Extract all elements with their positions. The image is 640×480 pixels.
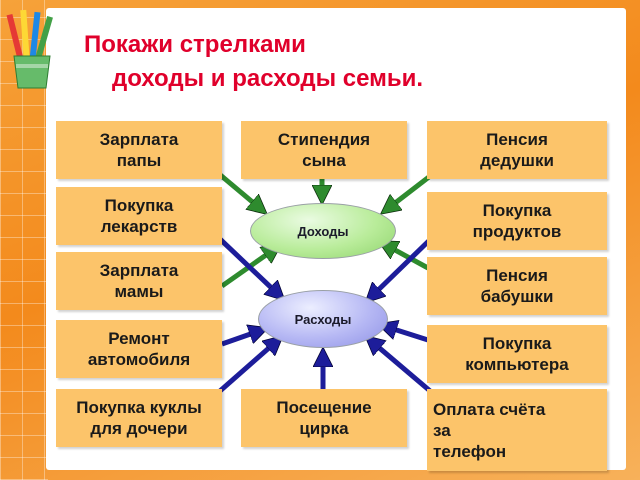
title-line-1: Покажи стрелками bbox=[84, 31, 306, 58]
arrow-grandma-pension-to-income bbox=[384, 244, 430, 271]
expense-label: Расходы bbox=[294, 311, 352, 327]
income-label: Доходы bbox=[297, 223, 349, 239]
slide-title: Покажи стрелками доходы и расходы семьи. bbox=[84, 28, 423, 96]
box-medicines[interactable]: Покупка лекарств bbox=[56, 187, 222, 245]
box-circus[interactable]: Посещение цирка bbox=[241, 389, 407, 447]
box-computer[interactable]: Покупка компьютера bbox=[427, 325, 607, 383]
box-car-repair[interactable]: Ремонт автомобиля bbox=[56, 320, 222, 378]
title-line-2: доходы и расходы семьи. bbox=[112, 65, 424, 92]
box-mom-salary[interactable]: Зарплата мамы bbox=[56, 252, 222, 310]
box-grandpa-pension[interactable]: Пенсия дедушки bbox=[427, 121, 607, 179]
pencil-cup-icon bbox=[6, 9, 53, 89]
expense-ellipse[interactable]: Расходы bbox=[258, 290, 388, 348]
box-phone-bill[interactable]: Оплата счёта за телефон bbox=[427, 389, 607, 471]
income-ellipse[interactable]: Доходы bbox=[250, 203, 396, 259]
arrow-expense-to-doll bbox=[210, 340, 278, 400]
box-dad-salary[interactable]: Зарплата папы bbox=[56, 121, 222, 179]
box-son-stipend[interactable]: Стипендия сына bbox=[241, 121, 407, 179]
arrow-expense-to-car-repair bbox=[221, 330, 262, 347]
box-doll[interactable]: Покупка куклы для дочери bbox=[56, 389, 222, 447]
box-grandma-pension[interactable]: Пенсия бабушки bbox=[427, 257, 607, 315]
arrow-expense-to-phone-bill bbox=[370, 340, 438, 398]
arrow-expense-to-computer bbox=[384, 326, 429, 343]
box-groceries[interactable]: Покупка продуктов bbox=[427, 192, 607, 250]
